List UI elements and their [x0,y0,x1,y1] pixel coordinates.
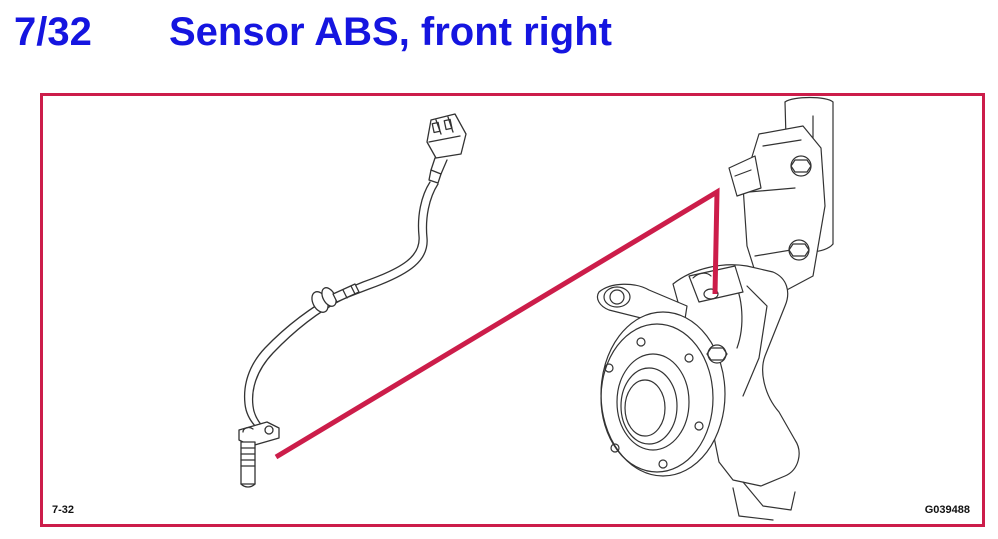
hub-flange-icon [600,311,726,477]
illustration [238,96,834,521]
sensor-head-icon [238,421,280,488]
section-number: 7/32 [14,9,92,54]
abs-sensor-icon [238,113,467,488]
figure-number: 7-32 [52,504,75,516]
grommet-icon [311,283,360,313]
bolt-icon [788,155,812,261]
knuckle-assembly-icon [596,96,834,521]
section-title: Sensor ABS, front right [169,9,612,54]
figure-code: G039488 [924,504,970,516]
illustration-frame: 7-32 G039488 [40,93,985,527]
cable-icon [243,181,431,429]
leader-line [274,187,720,460]
connector-icon [426,113,467,184]
page-title: 7/32 Sensor ABS, front right [14,4,612,60]
